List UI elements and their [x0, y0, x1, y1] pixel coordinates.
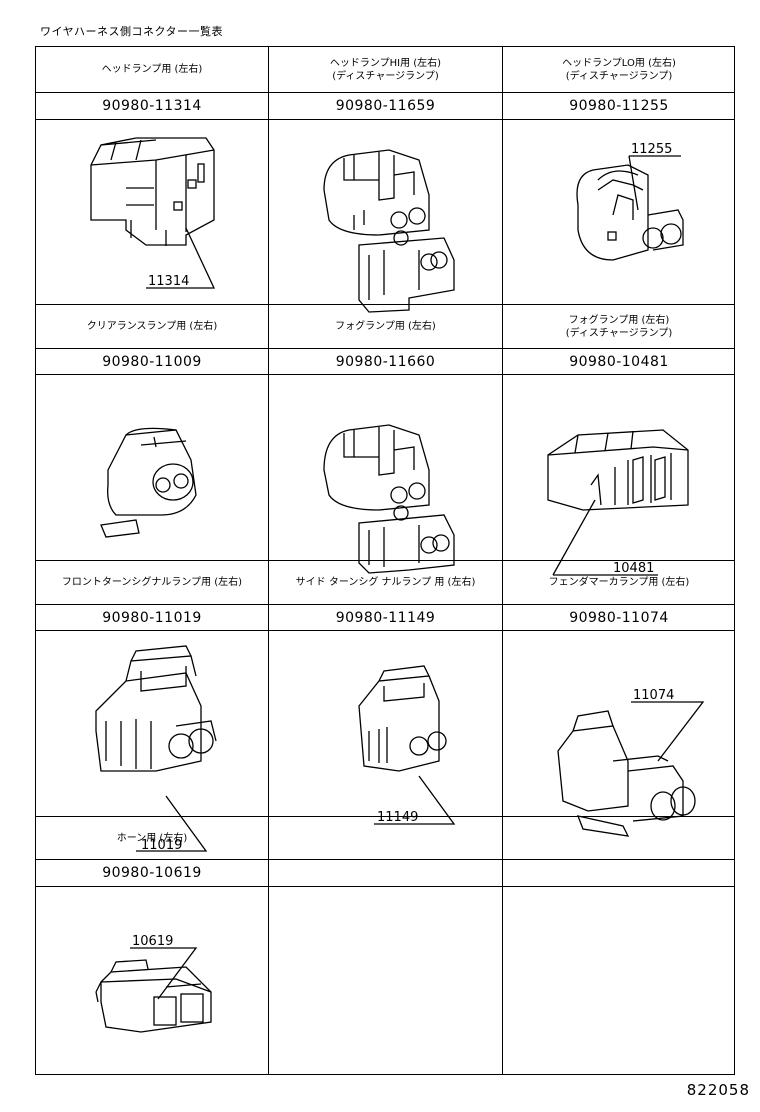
part-number-cell: 90980-11660 — [269, 349, 502, 374]
row-divider — [36, 304, 734, 305]
connector-drawing-11660 — [323, 424, 455, 574]
connector-label: サイド ターンシグ ナルランプ 用 (左右) — [295, 577, 476, 588]
part-number-cell: 90980-10619 — [36, 860, 268, 886]
part-number-cell: 90980-11659 — [269, 93, 502, 119]
row-divider — [36, 604, 734, 605]
row-divider — [36, 560, 734, 561]
part-number-cell: 90980-11149 — [269, 605, 502, 630]
callout-label: 11149 — [377, 810, 418, 825]
connector-table: ヘッドランプ用 (左右) ヘッドランプHI用 (左右) (ディスチャージランプ)… — [35, 46, 735, 1075]
part-number: 90980-11255 — [569, 98, 669, 114]
connector-drawing-11255: 11255 — [576, 142, 684, 261]
callout-label: 11314 — [148, 274, 189, 289]
connector-drawing-11009 — [100, 427, 197, 538]
part-number: 90980-11009 — [102, 353, 202, 370]
connector-label: フォグランプ用 (左右) (ディスチャージランプ) — [565, 314, 673, 339]
part-number-cell: 90980-11255 — [503, 93, 735, 119]
row-divider — [36, 816, 734, 817]
connector-label: フロントターンシグナルランプ用 (左右) — [61, 577, 243, 588]
connector-label: クリアランスランプ用 (左右) — [86, 321, 218, 332]
callout-label: 11255 — [631, 142, 672, 157]
callout-label: 11074 — [633, 688, 674, 703]
connector-drawing-10481: 10481 — [547, 429, 689, 576]
connector-drawing-11019: 11019 — [95, 645, 217, 853]
part-number: 90980-10481 — [569, 353, 669, 370]
part-number: 90980-11659 — [335, 98, 436, 114]
row-divider — [36, 630, 734, 631]
connector-label-cell: ヘッドランプHI用 (左右) (ディスチャージランプ) — [269, 47, 502, 92]
callout-label: 10481 — [613, 561, 654, 576]
connector-drawing-10619: 10619 — [95, 934, 212, 1033]
row-divider — [36, 886, 734, 887]
connector-label-cell: クリアランスランプ用 (左右) — [36, 305, 268, 348]
part-number: 90980-11314 — [102, 98, 202, 114]
connector-label-cell: フロントターンシグナルランプ用 (左右) — [36, 561, 268, 604]
row-divider — [36, 92, 734, 93]
row-divider — [36, 374, 734, 375]
connector-drawing-11314: 11314 — [90, 137, 216, 289]
connector-label-cell: ヘッドランプLO用 (左右) (ディスチャージランプ) — [503, 47, 735, 92]
figure-number: 822058 — [686, 1081, 750, 1099]
connector-label: フェンダマーカランプ用 (左右) — [548, 577, 690, 588]
connector-label: ヘッドランプHI用 (左右) (ディスチャージランプ) — [329, 57, 442, 82]
callout-label: 10619 — [132, 934, 173, 949]
part-number-cell: 90980-10481 — [503, 349, 735, 374]
row-divider — [36, 348, 734, 349]
row-divider — [36, 119, 734, 120]
part-number-cell: 90980-11019 — [36, 605, 268, 630]
connector-label-cell: ホーン用 (左右) — [36, 817, 268, 859]
part-number: 90980-11660 — [335, 353, 436, 370]
connector-label: フォグランプ用 (左右) — [335, 321, 436, 332]
part-number-cell: 90980-11314 — [36, 93, 268, 119]
row-divider — [36, 859, 734, 860]
document-title: ワイヤハーネス側コネクター一覧表 — [40, 25, 224, 38]
part-number: 90980-11074 — [569, 609, 669, 626]
part-number-cell: 90980-11074 — [503, 605, 735, 630]
connector-label-cell: サイド ターンシグ ナルランプ 用 (左右) — [269, 561, 502, 604]
callout-label: 11019 — [141, 838, 182, 853]
connector-label-cell: フォグランプ用 (左右) — [269, 305, 502, 348]
connector-label-cell: フェンダマーカランプ用 (左右) — [503, 561, 735, 604]
connector-drawing-11149: 11149 — [358, 665, 456, 825]
connector-label-cell: フォグランプ用 (左右) (ディスチャージランプ) — [503, 305, 735, 348]
connector-drawing-11659 — [323, 149, 455, 313]
part-number: 90980-11019 — [102, 609, 202, 626]
part-number-cell: 90980-11009 — [36, 349, 268, 374]
connector-label: ヘッドランプ用 (左右) — [101, 64, 203, 75]
part-number: 90980-11149 — [335, 609, 436, 626]
connector-drawing-11074: 11074 — [557, 688, 705, 837]
connector-label-cell: ヘッドランプ用 (左右) — [36, 47, 268, 92]
part-number: 90980-10619 — [102, 865, 202, 881]
connector-label: ヘッドランプLO用 (左右) (ディスチャージランプ) — [562, 57, 676, 82]
connector-label: ホーン用 (左右) — [116, 832, 188, 844]
